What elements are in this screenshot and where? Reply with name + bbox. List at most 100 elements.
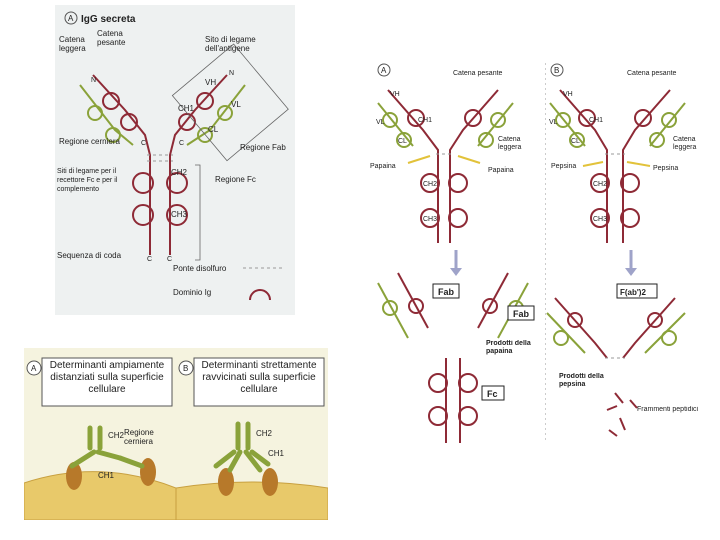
fab-box-label: Fab bbox=[438, 287, 455, 297]
light-chain-label: Catena leggera bbox=[673, 136, 697, 151]
vh-label: VH bbox=[390, 91, 400, 98]
panel-title: IgG secreta bbox=[81, 14, 136, 25]
pepsin-diagram: B VH VL CH1 CL CH2 CH3 Catena pesante Ca… bbox=[545, 63, 699, 443]
heavy-chain-right bbox=[166, 74, 228, 255]
antigen-left bbox=[218, 468, 234, 496]
ch2-label: CH2 bbox=[593, 181, 607, 188]
fab-region-label: Regione Fab bbox=[240, 143, 286, 152]
igg-structure-diagram: A IgG secreta VH VL CH1 bbox=[57, 11, 289, 301]
panel-papain-digestion: A VH VL CH1 CL CH2 CH3 Catena pesante Ca… bbox=[368, 58, 543, 448]
ch2-label: CH2 bbox=[423, 181, 437, 188]
light-chain-right bbox=[186, 84, 246, 146]
peptide-fragments-label: Frammenti peptidici bbox=[637, 406, 699, 413]
pepsin-label-right: Pepsina bbox=[653, 165, 678, 172]
intact-antibody bbox=[387, 89, 499, 243]
antigen-left bbox=[66, 462, 82, 490]
hinge-label: Regione cerniera bbox=[59, 137, 120, 146]
antibody-closed bbox=[213, 421, 271, 473]
legend-ig-domain-label: Dominio Ig bbox=[173, 288, 211, 297]
ch2-label: CH2 bbox=[108, 431, 125, 440]
papain-diagram: A VH VL CH1 CL CH2 CH3 Catena pesante Ca… bbox=[370, 63, 535, 443]
pepsin-arrow-left bbox=[582, 161, 604, 167]
ch3-label: CH3 bbox=[423, 216, 437, 223]
light-chain-label: Catena leggera bbox=[59, 35, 86, 53]
cell-membrane bbox=[176, 481, 328, 520]
c-terminus-tail-left: C bbox=[147, 256, 152, 263]
panel-letter: A bbox=[381, 66, 387, 75]
ch1-label: CH1 bbox=[589, 117, 603, 124]
n-terminus-left: N bbox=[91, 77, 96, 84]
heavy-chain-label: Catena pesante bbox=[627, 70, 677, 77]
antigen-site-label: Sito di legame dell'antigene bbox=[205, 35, 256, 53]
ch1-label: CH1 bbox=[418, 117, 432, 124]
legend: Ponte disolfuro Dominio Ig bbox=[173, 264, 285, 301]
cl-label: CL bbox=[398, 138, 407, 145]
intact-antibody bbox=[559, 89, 671, 243]
vl-label: VL bbox=[376, 119, 385, 126]
papain-products-label: Prodotti della papaina bbox=[486, 340, 531, 355]
antigen-right bbox=[262, 468, 278, 496]
light-chain-left bbox=[79, 84, 134, 146]
panel-title: Determinanti strettamente ravvicinati su… bbox=[201, 360, 317, 395]
c-terminus-left: C bbox=[141, 140, 146, 147]
n-terminus-right: N bbox=[229, 70, 234, 77]
ch3-label: CH3 bbox=[171, 210, 188, 219]
hinge-label: Regione cerniera bbox=[124, 428, 154, 446]
digestion-arrow bbox=[450, 268, 462, 276]
light-chain-label: Catena leggera bbox=[498, 136, 522, 151]
tail-sequence-label: Sequenza di coda bbox=[57, 251, 122, 260]
panel-widely-spaced-determinants: A Determinanti ampiamente distanziati su… bbox=[24, 348, 176, 520]
digestion-arrow bbox=[625, 268, 637, 276]
panel-letter: B bbox=[554, 66, 559, 75]
panel-closely-spaced-determinants: B Determinanti strettamente ravvicinati … bbox=[176, 348, 328, 520]
widely-spaced-diagram: A Determinanti ampiamente distanziati su… bbox=[24, 357, 176, 520]
panel-letter: A bbox=[31, 364, 37, 373]
c-terminus-tail-right: C bbox=[167, 256, 172, 263]
papain-label-right: Papaina bbox=[488, 167, 514, 174]
cell-membrane bbox=[24, 471, 176, 520]
pepsin-arrow-right bbox=[626, 161, 651, 167]
fc-box-label: Fc bbox=[487, 389, 498, 399]
cl-label: CL bbox=[571, 138, 580, 145]
ch2-label: CH2 bbox=[171, 168, 188, 177]
heavy-chain-left bbox=[92, 74, 154, 255]
antibody-open bbox=[69, 425, 145, 469]
panel-igg-structure: A IgG secreta VH VL CH1 bbox=[55, 5, 295, 315]
light-chains bbox=[377, 102, 514, 148]
papain-arrow-right bbox=[457, 155, 481, 164]
panel-letter: B bbox=[183, 364, 188, 373]
vh-label: VH bbox=[563, 91, 573, 98]
vl-label: VL bbox=[231, 100, 241, 109]
ch1-label: CH1 bbox=[98, 471, 115, 480]
antigen-right bbox=[140, 458, 156, 486]
heavy-chain-label: Catena pesante bbox=[97, 29, 126, 47]
fab-fragment-left bbox=[377, 272, 429, 339]
papain-label-left: Papaina bbox=[370, 163, 396, 170]
ch1-label: CH1 bbox=[268, 449, 285, 458]
legend-disulfide-label: Ponte disolfuro bbox=[173, 264, 227, 273]
cl-label: CL bbox=[208, 125, 219, 134]
ch2-label: CH2 bbox=[256, 429, 273, 438]
heavy-chain-label: Catena pesante bbox=[453, 70, 503, 77]
panel-title: Determinanti ampiamente distanziati sull… bbox=[49, 360, 165, 395]
legend-ig-domain-swatch bbox=[249, 289, 271, 301]
fc-bracket bbox=[195, 164, 201, 261]
ch3-label: CH3 bbox=[593, 216, 607, 223]
closely-spaced-diagram: B Determinanti strettamente ravvicinati … bbox=[176, 357, 328, 520]
receptor-site-label: Siti di legame per il recettore Fc e per… bbox=[57, 168, 118, 193]
vl-label: VL bbox=[549, 119, 558, 126]
peptide-fragments bbox=[606, 392, 638, 437]
light-chains bbox=[549, 102, 686, 148]
panel-pepsin-digestion: B VH VL CH1 CL CH2 CH3 Catena pesante Ca… bbox=[545, 58, 715, 448]
panel-letter: A bbox=[68, 14, 74, 23]
fab2-box-label: F(ab')2 bbox=[620, 288, 646, 297]
vh-label: VH bbox=[205, 78, 216, 87]
papain-arrow-left bbox=[407, 155, 431, 164]
pepsin-label-left: Pepsina bbox=[551, 163, 576, 170]
ch1-label: CH1 bbox=[178, 104, 195, 113]
fc-fragment bbox=[428, 358, 478, 443]
fc-region-label: Regione Fc bbox=[215, 175, 256, 184]
fab-bracket bbox=[171, 43, 289, 162]
fab2-fragment bbox=[546, 297, 686, 359]
c-terminus-right: C bbox=[179, 140, 184, 147]
